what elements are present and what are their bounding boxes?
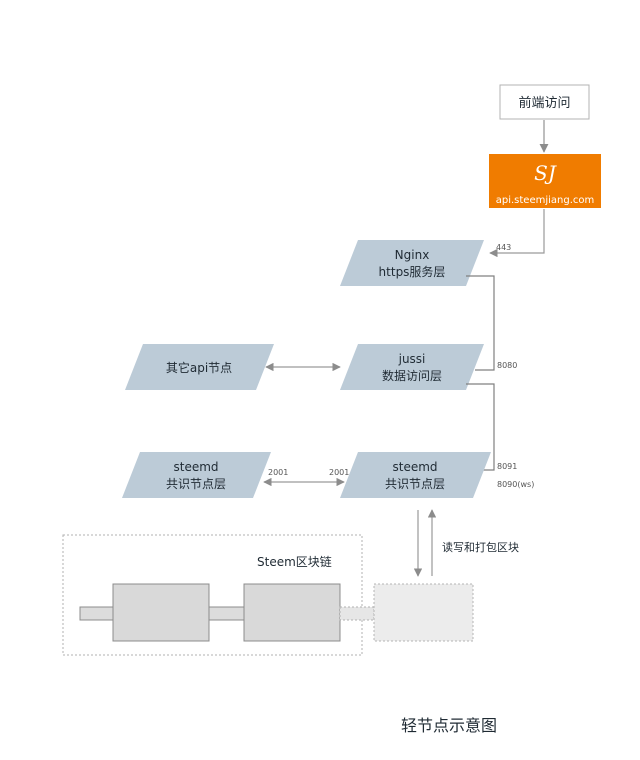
steemd-local-title: steemd xyxy=(392,460,437,474)
gateway-box xyxy=(489,154,601,208)
gateway-to-nginx-arrow xyxy=(489,209,545,258)
steemd-peer-shape xyxy=(122,452,271,498)
nginx-node: Nginx https服务层 xyxy=(340,240,484,286)
other-api-shape xyxy=(125,344,274,390)
other-api-label: 其它api节点 xyxy=(166,360,232,375)
nginx-to-jussi-line xyxy=(466,275,495,371)
nginx-title: Nginx xyxy=(395,248,430,262)
jussi-shape xyxy=(340,344,484,390)
chain-link xyxy=(208,606,245,621)
jussi-to-steemd-line xyxy=(466,383,495,471)
read-write-label: 读写和打包区块 xyxy=(442,540,519,554)
other-api-node: 其它api节点 xyxy=(125,344,274,390)
steemd-local-subtitle: 共识节点层 xyxy=(385,477,445,491)
blockchain-label: Steem区块链 xyxy=(257,554,332,569)
client-label: 前端访问 xyxy=(518,95,570,111)
nginx-shape xyxy=(340,240,484,286)
nginx-subtitle: https服务层 xyxy=(379,264,446,279)
gateway-node: SJ api.steemjiang.com xyxy=(489,154,601,208)
steemd-local-shape xyxy=(340,452,491,498)
steemd-local-node: steemd 共识节点层 xyxy=(340,452,491,498)
nginx-port-label: 443 xyxy=(496,243,511,252)
jussi-title: jussi xyxy=(398,352,426,366)
steemd-ws-port-label: 8090(ws) xyxy=(497,480,534,489)
block xyxy=(112,583,210,642)
client-node: 前端访问 xyxy=(499,84,590,120)
gateway-domain: api.steemjiang.com xyxy=(496,195,595,206)
block xyxy=(243,583,341,642)
steemd-peer-node: steemd 共识节点层 xyxy=(122,452,271,498)
jussi-node: jussi 数据访问层 xyxy=(340,344,484,390)
chain-link xyxy=(79,606,115,621)
steemd-peer-port-label: 2001 xyxy=(268,468,288,477)
steemd-local-port-label: 2001 xyxy=(329,468,349,477)
jussi-subtitle: 数据访问层 xyxy=(382,368,442,383)
chain-link-pending xyxy=(339,606,375,621)
steemd-rpc-port-label: 8091 xyxy=(497,462,517,471)
steemjiang-logo: SJ xyxy=(534,161,557,185)
blockchain-container xyxy=(62,534,363,656)
diagram-title: 轻节点示意图 xyxy=(401,716,497,735)
steemd-peer-title: steemd xyxy=(173,460,218,474)
steemd-peer-subtitle: 共识节点层 xyxy=(166,477,226,491)
new-block xyxy=(373,583,474,642)
jussi-port-label: 8080 xyxy=(497,361,517,370)
